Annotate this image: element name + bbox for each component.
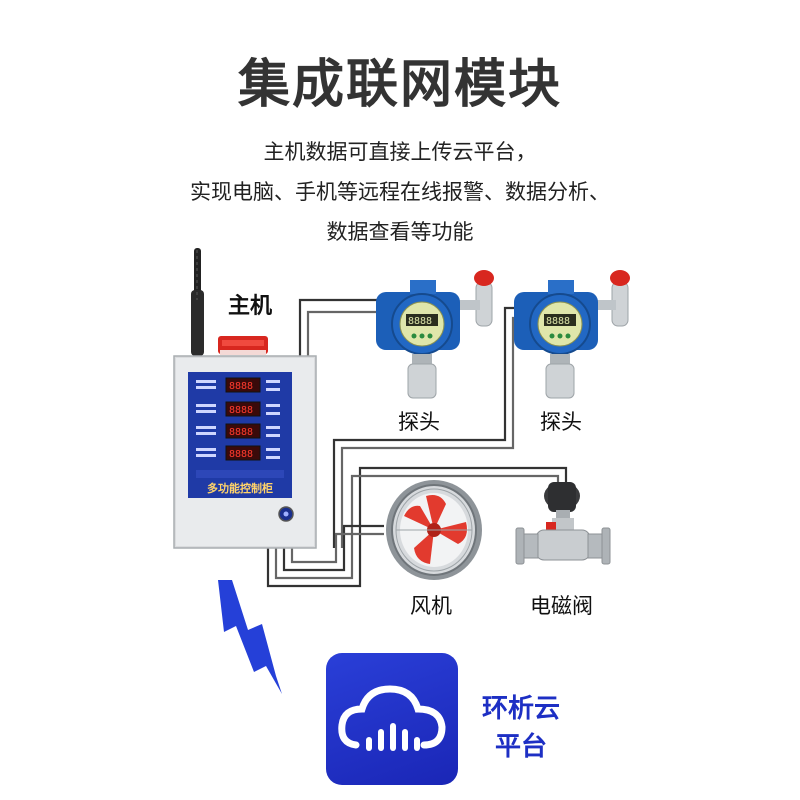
svg-text:8888: 8888 [408,316,432,327]
probe-1-label: 探头 [398,410,440,434]
app-name-line-1: 环析云 [481,694,560,724]
svg-text:8888: 8888 [229,449,253,460]
svg-text:8888: 8888 [229,427,253,438]
alarm-light-icon [610,270,630,286]
cloud-app-name: 环析云 平台 [466,690,576,766]
antenna-icon [191,248,204,356]
cloud-app-icon[interactable] [326,653,458,785]
valve-icon [515,482,611,565]
svg-text:8888: 8888 [546,316,570,327]
page-title: 集成联网模块 [237,55,562,115]
panel-caption: 多功能控制柜 [207,481,273,495]
cloud-signal-icon [338,685,446,751]
host-cabinet: 8888 8888 8888 8888 多功能控制柜 [173,355,317,549]
description-line-2: 实现电脑、手机等远程在线报警、数据分析、 [190,180,610,204]
gas-probe-1: 8888 [376,270,494,399]
svg-text:8888: 8888 [229,405,253,416]
alarm-light-icon [218,336,268,355]
fan-label: 风机 [410,594,452,618]
alarm-light-icon [474,270,494,286]
description-line-1: 主机数据可直接上传云平台， [263,140,537,164]
host-label: 主机 [228,294,273,319]
probe-2-label: 探头 [540,410,582,434]
valve-label: 电磁阀 [530,594,593,618]
lightning-icon [218,580,282,694]
svg-text:8888: 8888 [229,381,253,392]
description-line-3: 数据查看等功能 [326,220,474,244]
fan-icon [386,480,482,580]
app-name-line-2: 平台 [494,732,547,762]
gas-probe-2: 8888 [514,270,630,399]
